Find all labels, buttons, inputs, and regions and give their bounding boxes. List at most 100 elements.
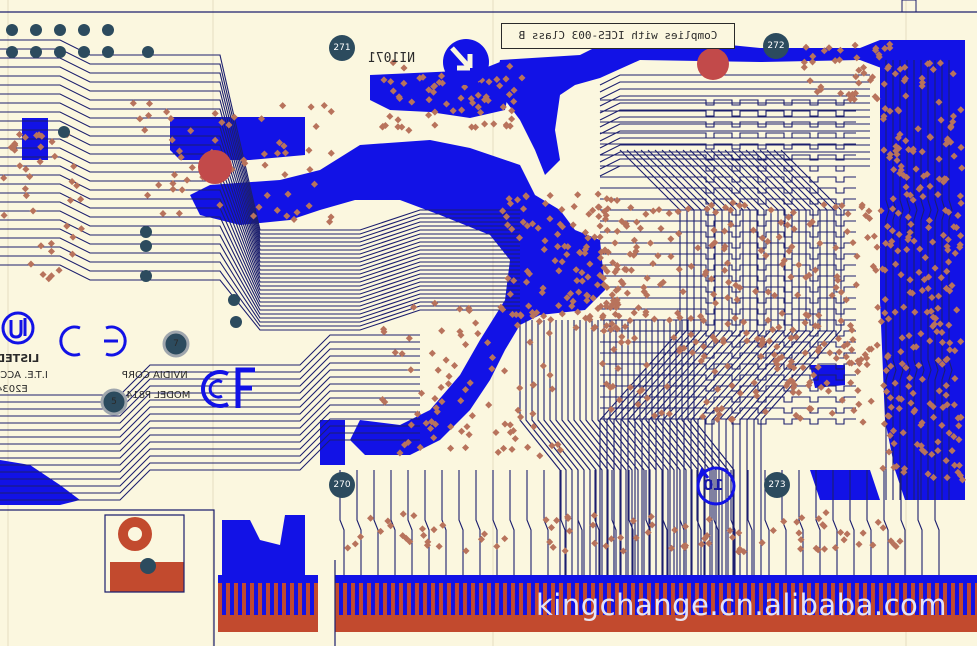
via-pad	[474, 330, 482, 338]
via-pad	[632, 534, 640, 542]
via-pad	[609, 259, 617, 267]
via-pad	[504, 274, 512, 282]
trace	[634, 149, 716, 575]
via-pad	[563, 250, 571, 259]
via-pad	[462, 547, 470, 555]
via-pad	[835, 348, 843, 356]
trace	[645, 470, 651, 575]
trace	[0, 228, 520, 315]
via-pad	[909, 343, 917, 351]
trace	[0, 192, 520, 299]
via-pad	[510, 97, 518, 106]
via-pad	[600, 208, 608, 216]
via-pad	[957, 232, 965, 240]
via-pad	[692, 338, 700, 346]
via-pad	[485, 401, 493, 409]
via-pad	[930, 413, 938, 421]
via-pad	[37, 242, 45, 250]
via-pad	[920, 276, 928, 284]
edge-finger	[923, 583, 927, 615]
edge-finger	[467, 583, 471, 615]
copper-plane-right-bottom	[810, 470, 880, 500]
trace	[0, 418, 420, 480]
via-pad	[649, 207, 657, 215]
via-pad	[701, 270, 709, 278]
via-pad	[895, 405, 903, 413]
round-pad	[102, 46, 114, 58]
via-pad	[815, 311, 823, 319]
via-pad	[687, 331, 695, 339]
via-pad	[389, 59, 397, 67]
via-pad	[0, 211, 8, 219]
via-pad	[290, 215, 298, 223]
via-pad	[590, 511, 598, 519]
edge-finger	[659, 583, 663, 615]
via-pad	[401, 441, 409, 449]
via-pad	[886, 431, 894, 440]
via-pad	[949, 70, 957, 78]
via-pad	[604, 248, 612, 256]
via-pad	[545, 329, 553, 337]
via-pad	[546, 191, 554, 200]
via-pad	[895, 394, 903, 402]
via-pad	[788, 243, 796, 251]
via-pad	[900, 468, 908, 476]
via-pad	[907, 220, 915, 228]
via-pad	[555, 302, 563, 310]
via-pad	[687, 262, 695, 270]
via-pad	[848, 346, 856, 354]
trace	[599, 102, 870, 114]
via-pad	[837, 528, 845, 536]
via-pad	[11, 146, 19, 154]
via-pad	[583, 296, 591, 305]
via-pad	[511, 435, 519, 443]
edge-finger	[587, 583, 591, 615]
via-pad	[594, 281, 602, 289]
trace	[373, 470, 379, 575]
via-pad	[810, 371, 818, 379]
via-pad	[644, 528, 652, 536]
via-pad	[939, 231, 947, 239]
via-pad	[638, 386, 646, 394]
edge-finger	[883, 583, 887, 615]
via-pad	[710, 226, 718, 234]
via-pad	[306, 166, 314, 174]
edge-finger	[875, 583, 879, 615]
ul-logo-icon	[1, 311, 35, 345]
via-pad	[474, 103, 482, 111]
via-pad	[724, 320, 732, 328]
edge-finger	[611, 583, 615, 615]
via-pad	[386, 112, 394, 120]
via-pad	[862, 211, 870, 220]
via-pad	[655, 206, 663, 214]
via-pad	[617, 277, 625, 285]
via-pad	[602, 380, 611, 388]
via-pad	[919, 192, 927, 201]
via-pad	[556, 446, 564, 454]
via-pad	[546, 538, 554, 546]
via-pad	[949, 118, 957, 126]
via-pad	[598, 313, 607, 321]
via-pad	[488, 354, 497, 362]
via-pad	[904, 233, 913, 241]
via-pad	[880, 146, 888, 154]
trace	[941, 60, 946, 500]
via-pad	[501, 367, 509, 375]
round-pad	[6, 46, 18, 58]
via-pad	[611, 239, 619, 247]
via-pad	[534, 224, 542, 232]
edge-finger	[971, 583, 975, 615]
via-pad	[951, 249, 959, 257]
via-pad	[711, 368, 719, 376]
via-pad	[547, 524, 555, 532]
via-pad	[957, 338, 965, 346]
via-pad	[941, 175, 949, 183]
via-pad	[26, 173, 34, 181]
via-pad	[945, 258, 953, 266]
via-pad	[33, 131, 41, 139]
via-pad	[456, 305, 464, 313]
via-pad	[68, 250, 77, 258]
trace	[0, 390, 420, 452]
via-pad	[585, 210, 593, 218]
